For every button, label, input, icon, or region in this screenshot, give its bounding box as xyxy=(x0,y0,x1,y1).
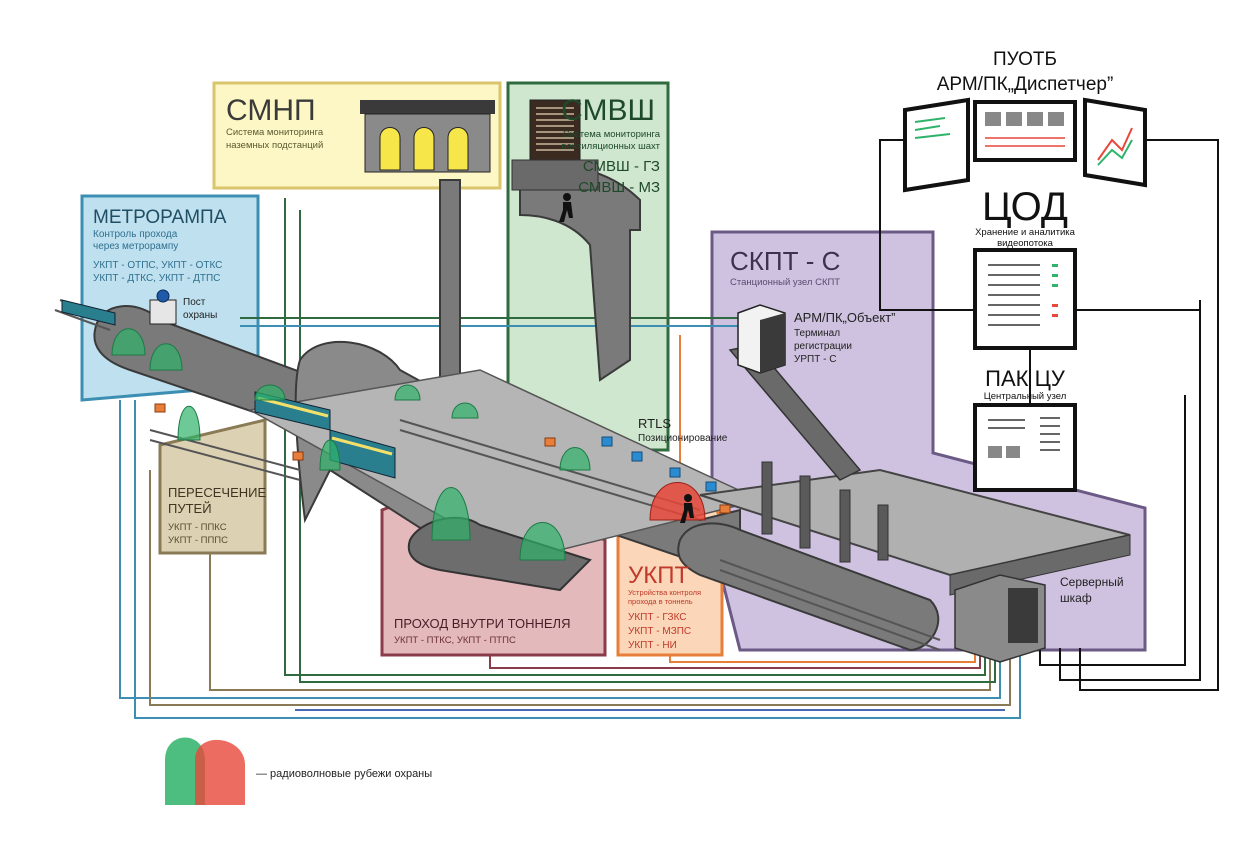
skpt-t3: УРПТ - С xyxy=(794,354,836,365)
cod-title: ЦОД xyxy=(982,185,1068,229)
smvsh-code2: СМВШ - МЗ xyxy=(578,179,660,196)
cable-lines xyxy=(119,139,1219,719)
ukpt-code1: УКПТ - ГЗКС xyxy=(628,612,687,623)
legend-red-barrier xyxy=(195,739,245,805)
crossing-title2: ПУТЕЙ xyxy=(168,501,212,516)
skpt-title: СКПТ - С xyxy=(730,246,840,276)
cod-server-icon xyxy=(973,248,1077,350)
ukpt-code2: УКПТ - МЗПС xyxy=(628,626,691,637)
ukpt-line1: Устройства контроля xyxy=(628,588,701,597)
orange-sensors xyxy=(154,403,731,514)
passage-title: ПРОХОД ВНУТРИ ТОННЕЛЯ xyxy=(394,616,570,631)
ukpt-title: УКПТ xyxy=(628,562,689,589)
cod-line1: Хранение и аналитика xyxy=(975,227,1076,238)
vent-shaft-top xyxy=(511,159,599,191)
metro-line1: Контроль прохода xyxy=(93,229,178,240)
skpt-sub: Станционный узел СКПТ xyxy=(730,277,840,288)
platform-columns xyxy=(761,461,889,563)
rtls-sub: Позиционирование xyxy=(638,433,728,444)
crossing-title1: ПЕРЕСЕЧЕНИЕ xyxy=(168,485,266,500)
pak-title: ПАК ЦУ xyxy=(985,366,1066,391)
metro-post1: Пост xyxy=(183,297,206,308)
guard-post-icon xyxy=(149,289,177,325)
ukpt-line2: прохода в тоннель xyxy=(628,597,693,606)
station-tunnel xyxy=(677,522,940,652)
rtls-title: RTLS xyxy=(638,416,671,431)
pak-sub: Центральный узел xyxy=(984,391,1067,402)
vent-louvers xyxy=(536,107,574,151)
cod-line2: видеопотока xyxy=(997,238,1054,249)
rtls-devices xyxy=(601,436,717,492)
smvsh-code1: СМВШ - ГЗ xyxy=(583,158,660,175)
metro-code1: УКПТ - ОТПС, УКПТ - ОТКС xyxy=(93,260,222,271)
dispatcher-monitors xyxy=(903,97,1147,193)
metro-title: МЕТРОРАМПА xyxy=(93,207,227,228)
puotb-line1: ПУОТБ xyxy=(993,49,1057,70)
substation-building-icon xyxy=(360,100,495,173)
pak-cu-icon xyxy=(973,403,1077,492)
metro-line2: через метрорампу xyxy=(93,241,178,252)
crossing-code1: УКПТ - ППКС xyxy=(168,522,227,533)
metro-post2: охраны xyxy=(183,310,217,321)
passage-codes: УКПТ - ПТКС, УКПТ - ПТПС xyxy=(394,635,516,646)
skpt-arm: АРМ/ПК„Объект” xyxy=(794,310,895,325)
metro-train xyxy=(61,299,396,479)
server-vent xyxy=(1008,588,1038,643)
smvsh-title: СМВШ xyxy=(561,94,655,127)
crossing-code2: УКПТ - ПППС xyxy=(168,535,228,546)
ukpt-code3: УКПТ - НИ xyxy=(628,640,677,651)
skpt-t1: Терминал xyxy=(794,328,840,339)
smnp-title: СМНП xyxy=(226,94,316,127)
server-line2: шкаф xyxy=(1060,591,1092,605)
smvsh-line2: вентиляционных шахт xyxy=(562,141,661,152)
puotb-line2: АРМ/ПК„Диспетчер” xyxy=(937,74,1114,95)
terminal-icon xyxy=(737,304,786,374)
smnp-line2: наземных подстанций xyxy=(226,140,323,151)
smnp-shaft xyxy=(439,179,461,396)
smnp-line1: Система мониторинга xyxy=(226,127,324,138)
person-icon xyxy=(559,193,694,523)
server-line1: Серверный xyxy=(1060,575,1124,589)
skpt-t2: регистрации xyxy=(794,341,852,352)
legend-text: — радиоволновые рубежи охраны xyxy=(256,768,432,780)
smvsh-line1: Система мониторинга xyxy=(563,129,661,140)
radio-barriers-green xyxy=(111,328,591,561)
metro-code2: УКПТ - ДТКС, УКПТ - ДТПС xyxy=(93,273,220,284)
